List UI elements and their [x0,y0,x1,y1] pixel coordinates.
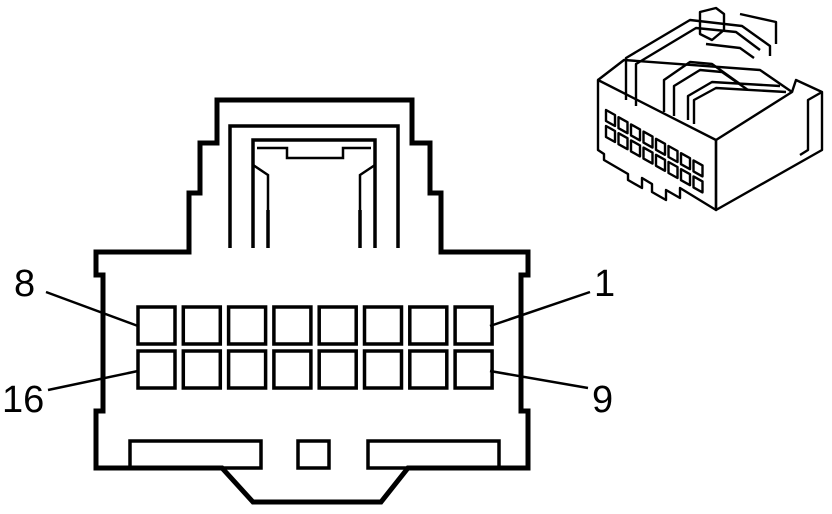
iso-top-face [597,58,794,142]
pin-cavity [181,305,223,346]
leader-line-pin-16 [47,369,139,392]
pin-cavity [136,349,177,390]
leader-line-pin-9 [489,369,589,390]
iso-pin-cavity [642,130,654,149]
iso-pin-cavity [692,175,704,194]
pin-cavity [453,305,494,346]
pin-cavity [408,305,449,346]
pin-label-9: 9 [592,379,613,421]
iso-front-face [596,78,718,212]
pin-cavity [317,305,358,346]
iso-pin-cavity [667,160,679,180]
connector-isometric-view [596,6,824,212]
latch-housing [228,124,400,248]
pin-cavity [226,349,268,390]
iso-pin-cavity [654,153,667,172]
iso-pin-cavities [604,108,704,194]
connector-face: 8 1 16 9 [2,97,615,505]
iso-pin-cavity [604,108,617,128]
pin-cavity [362,305,404,346]
iso-pin-cavity [692,159,704,178]
pin-label-16: 16 [2,379,44,421]
pin-cavity [408,349,449,390]
pin-cavity [362,349,404,390]
leader-line-pin-1 [489,290,591,328]
iso-pin-cavity [617,132,629,151]
iso-side-face [714,78,824,212]
connector-body-outline [93,97,531,505]
pin-label-8: 8 [14,263,35,305]
pin-cavity [272,349,313,390]
pin-cavity [181,349,223,390]
iso-latch [624,18,772,100]
iso-pin-cavity [629,139,642,158]
pin-cavity [226,305,268,346]
pin-cavity [317,349,358,390]
iso-pin-cavity [617,116,629,135]
iso-pin-cavity [667,144,679,164]
iso-pin-cavity [642,146,654,165]
bottom-keys [128,439,501,470]
iso-pin-cavity [679,168,692,187]
leader-line-pin-8 [45,290,139,328]
iso-pin-cavity [604,124,617,144]
pin-cavity [453,349,494,390]
iso-pin-cavity [654,137,667,156]
pin-cavity [136,305,177,346]
pin-cavity [272,305,313,346]
pin-cavities [136,305,494,390]
iso-pin-cavity [679,152,692,171]
pin-label-1: 1 [594,263,615,305]
iso-pin-cavity [629,123,642,142]
